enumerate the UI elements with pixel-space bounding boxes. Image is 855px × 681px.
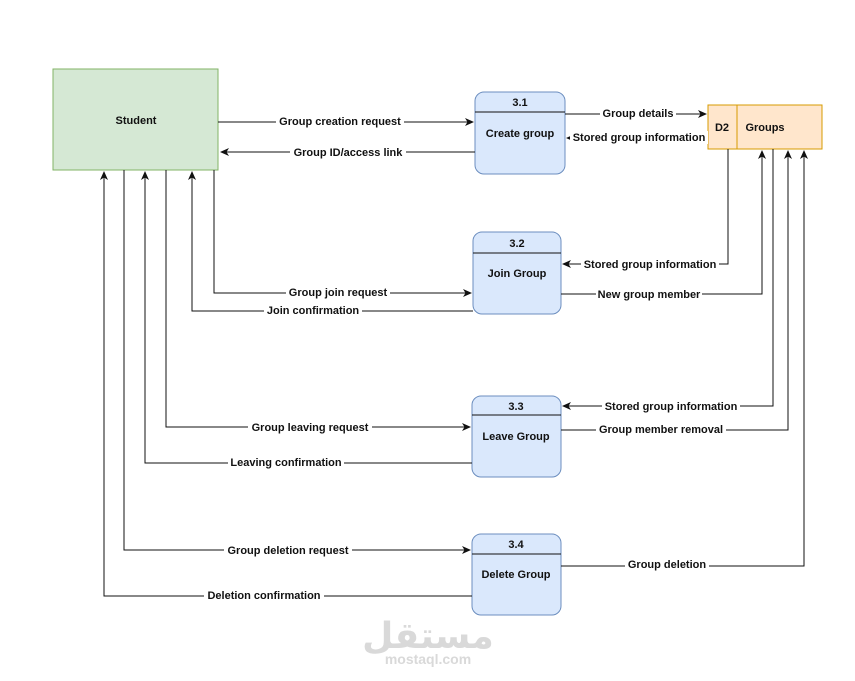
datastore-name: Groups (745, 122, 784, 134)
datastore-id: D2 (715, 122, 729, 134)
process-number: 3.1 (512, 97, 527, 109)
process-name: Join Group (488, 268, 547, 280)
flow-new-group-member (561, 150, 766, 295)
process-number: 3.4 (508, 539, 524, 551)
process-leave-group[interactable]: 3.3 Leave Group (471, 395, 562, 478)
label-group-member-removal: Group member removal (599, 424, 723, 436)
flow-deletion-confirmation (100, 171, 472, 597)
label-group-details: Group details (603, 108, 674, 120)
label-group-creation-request: Group creation request (279, 116, 401, 128)
flow-stored-info-2 (562, 149, 729, 268)
watermark: مستقل mostaql.com (362, 616, 494, 667)
label-group-join-request: Group join request (289, 287, 388, 299)
process-join-group[interactable]: 3.2 Join Group (472, 231, 562, 315)
process-number: 3.2 (509, 238, 524, 250)
label-stored-info-2: Stored group information (584, 259, 717, 271)
label-join-confirmation: Join confirmation (267, 305, 360, 317)
process-create-group[interactable]: 3.1 Create group (474, 91, 566, 175)
process-name: Create group (486, 128, 555, 140)
label-leaving-confirmation: Leaving confirmation (230, 457, 342, 469)
flow-group-join-request (213, 170, 472, 297)
datastore-groups[interactable]: D2 Groups (707, 104, 823, 150)
flow-lines (100, 110, 808, 597)
watermark-arabic: مستقل (362, 616, 494, 657)
flow-leaving-confirmation (141, 171, 472, 464)
label-new-group-member: New group member (598, 289, 701, 301)
process-name: Leave Group (482, 431, 550, 443)
process-delete-group[interactable]: 3.4 Delete Group (471, 533, 562, 616)
label-group-deletion: Group deletion (628, 559, 707, 571)
student-label: Student (116, 115, 157, 127)
watermark-latin: mostaql.com (385, 651, 471, 667)
flow-group-deletion-request (123, 170, 471, 554)
process-number: 3.3 (508, 401, 523, 413)
label-group-deletion-request: Group deletion request (227, 545, 348, 557)
flow-group-deletion (561, 150, 808, 567)
student-entity[interactable]: Student (52, 68, 219, 171)
label-stored-info-3: Stored group information (605, 401, 738, 413)
label-group-id-access-link: Group ID/access link (294, 147, 404, 159)
label-deletion-confirmation: Deletion confirmation (207, 590, 320, 602)
label-group-leaving-request: Group leaving request (252, 422, 369, 434)
flow-stored-info-3 (562, 149, 774, 410)
flow-join-confirmation (188, 171, 473, 312)
flow-labels: Group creation request Group ID/access l… (204, 106, 740, 602)
label-stored-info-1: Stored group information (573, 132, 706, 144)
process-name: Delete Group (481, 569, 550, 581)
